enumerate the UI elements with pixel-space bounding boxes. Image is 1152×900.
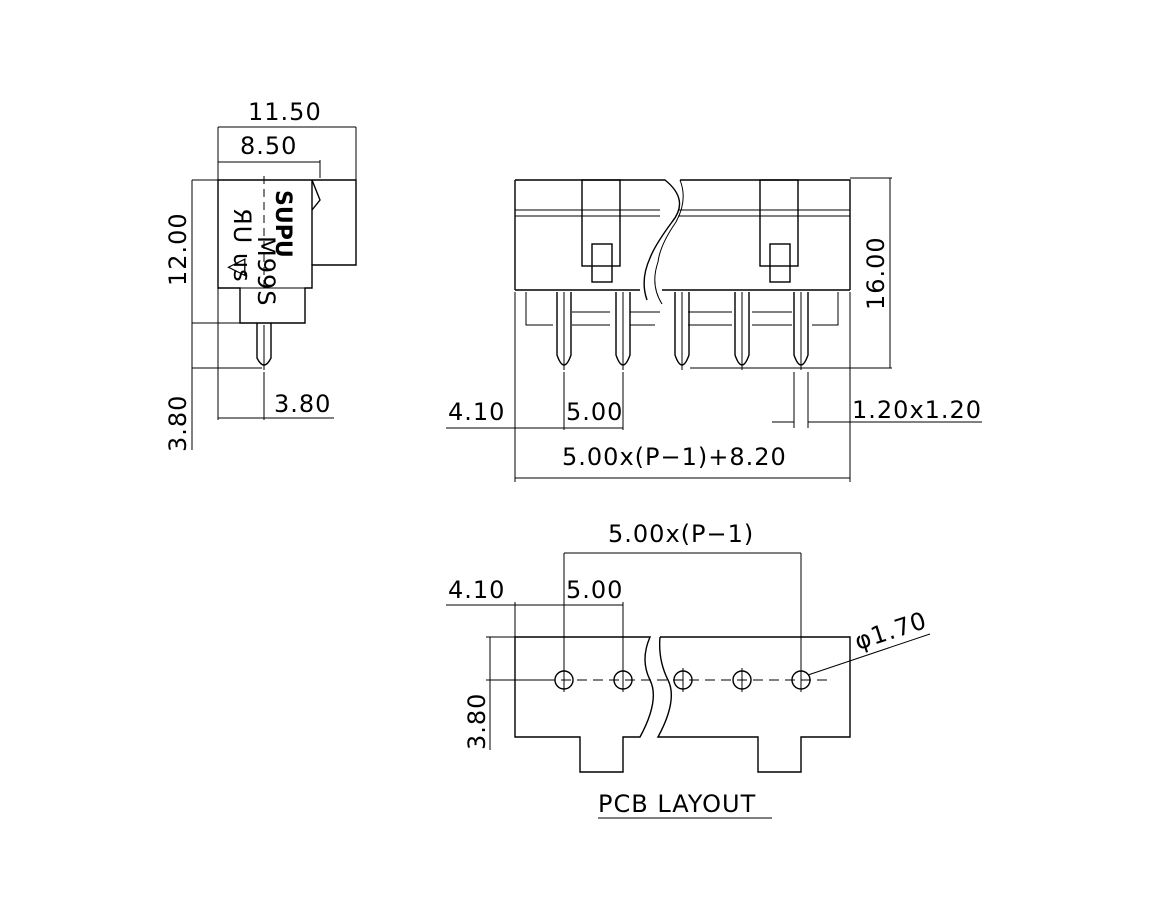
pcb-layout: 5.00x(P−1) 4.10 5.00 3.80 φ1.70 PCB LAYO… <box>446 520 930 819</box>
dim-hole-diameter: φ1.70 <box>851 606 930 656</box>
dim-side-width-body: 8.50 <box>240 132 297 160</box>
part-marking: M99S <box>252 236 280 306</box>
pin-2 <box>615 292 631 370</box>
dim-pcb-edge-offset: 4.10 <box>448 576 505 604</box>
dim-side-pin-length: 3.80 <box>164 395 192 452</box>
pin-5 <box>793 292 809 370</box>
dim-front-pitch: 5.00 <box>566 398 623 426</box>
dim-total-length: 5.00x(P−1)+8.20 <box>562 443 787 471</box>
pin-4 <box>734 292 750 370</box>
dim-side-pin-offset: 3.80 <box>274 390 331 418</box>
dim-pcb-span: 5.00x(P−1) <box>608 520 754 548</box>
dim-front-edge-offset: 4.10 <box>448 398 505 426</box>
dim-pcb-pitch: 5.00 <box>566 576 623 604</box>
side-view: 11.50 8.50 12.00 3.80 3.80 SUPU M99S ЯU … <box>164 98 357 452</box>
cert-mark: ЯU us <box>228 208 256 283</box>
dim-side-height: 12.00 <box>164 212 192 286</box>
front-view: 16.00 4.10 5.00 1.20x1.20 5.00x(P−1)+8.2… <box>446 177 982 482</box>
dim-pcb-row-offset: 3.80 <box>463 693 491 750</box>
pcb-layout-title: PCB LAYOUT <box>598 790 756 818</box>
dim-pin-size: 1.20x1.20 <box>852 396 982 424</box>
triangle-mark: ▽ <box>224 258 252 277</box>
pin-3 <box>674 292 690 370</box>
pin-1 <box>556 292 572 370</box>
brand-mark: SUPU <box>270 190 295 258</box>
dim-side-width-overall: 11.50 <box>248 98 322 126</box>
dim-front-height: 16.00 <box>862 236 890 310</box>
